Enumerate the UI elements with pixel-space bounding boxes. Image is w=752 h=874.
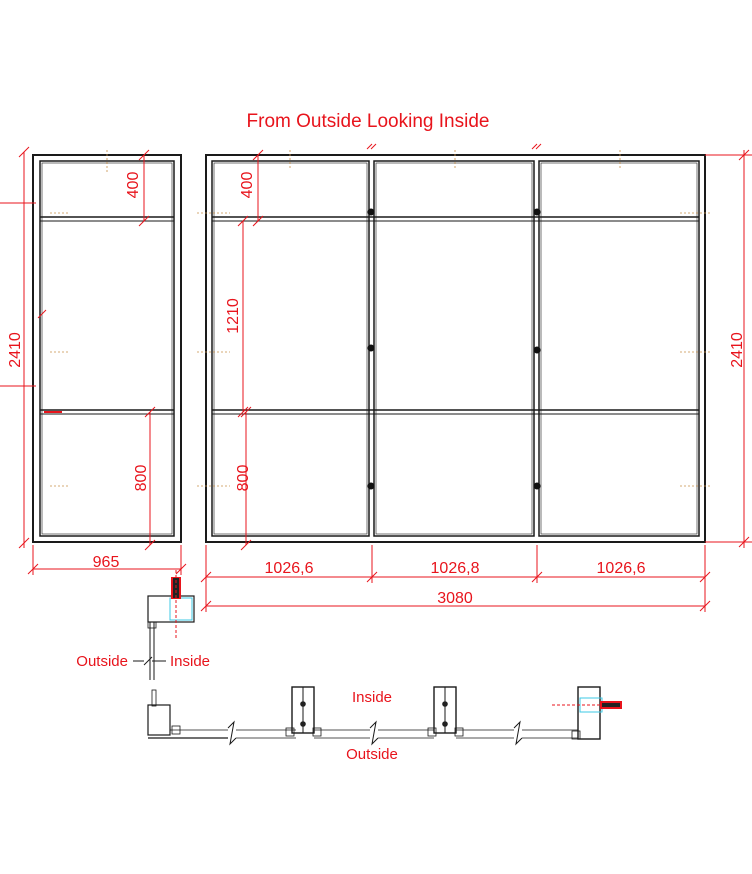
single-width-label: 965: [93, 554, 120, 571]
horizontal-section-detail: Inside Outside: [147, 686, 622, 763]
inside-label-middle: Inside: [352, 689, 392, 706]
single-top-dim-label: 400: [125, 172, 142, 199]
single-height-label: 2410: [7, 332, 24, 368]
vertical-section-detail: Outside Inside: [76, 570, 210, 680]
left-leaf-width-label: 1026,6: [265, 560, 314, 577]
outside-label-left: Outside: [76, 653, 128, 670]
drawing-title: From Outside Looking Inside: [247, 111, 490, 132]
triple-top-dim-label: 400: [239, 172, 256, 199]
total-width-label: 3080: [437, 590, 473, 607]
outside-label-middle: Outside: [346, 746, 398, 763]
triple-bottom-dim-label: 800: [235, 465, 252, 492]
inside-label-left: Inside: [170, 653, 210, 670]
triple-door-panel: [197, 143, 712, 543]
triple-height-label: 2410: [729, 332, 746, 368]
right-leaf-width-label: 1026,6: [597, 560, 646, 577]
triple-mid-dim-label: 1210: [225, 298, 242, 334]
single-door-panel: [32, 150, 182, 543]
middle-leaf-width-label: 1026,8: [431, 560, 480, 577]
triple-panel-dimensions: 400 1210 800 2410 1026,6 1026,8 1026,6: [200, 149, 752, 612]
single-panel-dimensions: 2410 400 800 965: [0, 146, 187, 575]
single-bottom-dim-label: 800: [133, 465, 150, 492]
